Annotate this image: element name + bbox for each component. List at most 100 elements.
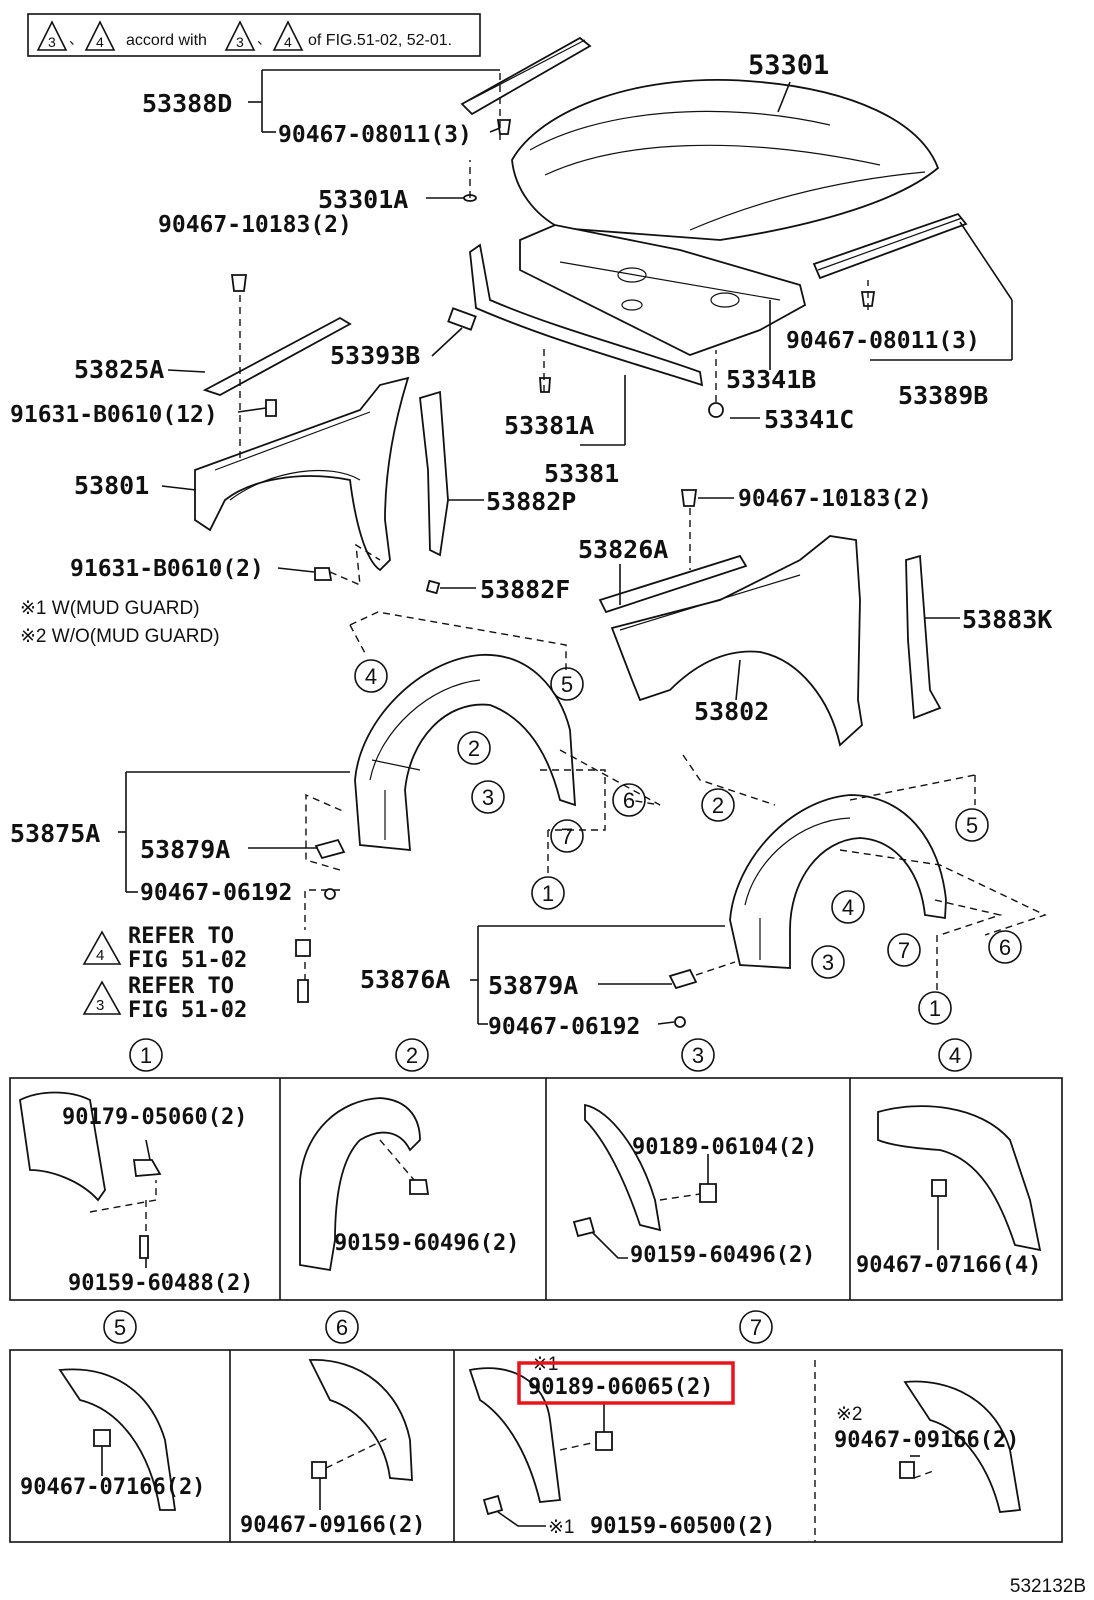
figure-id: 532132B [1010,1576,1086,1597]
callout-left-5: 5 [561,672,573,697]
hood-front-seal-part [469,243,704,387]
label-53875A: 53875A [10,819,100,848]
label-90467-10183-b: 90467-10183(2) [738,486,932,512]
fender-seal-right-part [598,554,748,614]
header-tri-a: 3 [48,34,56,50]
callout-left-2: 2 [468,736,480,761]
label-53381: 53381 [544,459,619,488]
callout-left-6: 6 [623,788,635,813]
callout-left-1: 1 [542,881,554,906]
label-53341C: 53341C [764,405,854,434]
label-53802: 53802 [694,697,769,726]
fender-rear-seal-part [905,554,942,720]
refer-to-text-b: REFER TO [128,974,234,999]
detail-7-mark-2: ※2 [836,1404,863,1425]
detail-number-2: 2 [406,1043,418,1068]
right-wheel-liner-drawing [668,794,947,1028]
hood-seal-front-part [460,36,592,116]
label-91631-B0610-2: 91631-B0610(2) [70,556,264,582]
detail-7-part-a: 90189-06065(2) [528,1375,713,1400]
callouts-left-liner: 4 5 2 3 6 7 1 [354,659,646,910]
detail-number-1: 1 [140,1043,152,1068]
callout-right-5: 5 [966,813,978,838]
label-53883K: 53883K [962,605,1052,634]
svg-text:、: 、 [257,31,271,47]
warning-triangle-icon [36,20,68,51]
callout-left-3: 3 [482,785,494,810]
label-53882F: 53882F [480,575,570,604]
label-90467-08011-a: 90467-08011(3) [278,122,472,148]
label-53301: 53301 [748,50,829,81]
label-53801: 53801 [74,471,149,500]
detail-6-part: 90467-09166(2) [240,1513,425,1538]
label-90467-06192-a: 90467-06192 [140,880,292,906]
header-tri-c: 3 [236,34,244,50]
callout-right-7: 7 [898,938,910,963]
warning-triangle-icon [224,20,256,51]
front-fender-right-part [610,535,863,747]
detail-number-7: 7 [750,1315,762,1340]
warning-triangle-icon [82,930,122,965]
callout-right-4: 4 [842,895,854,920]
highlight-box [517,1361,735,1405]
label-53301A: 53301A [318,185,408,214]
dashed-guide-lines [239,70,1047,995]
callout-left-7: 7 [561,824,573,849]
callout-right-1: 1 [929,996,941,1021]
label-90467-10183-a: 90467-10183(2) [158,212,352,238]
callout-right-6: 6 [999,935,1011,960]
label-53389B: 53389B [898,381,988,410]
refer-fig-text-a: FIG 51-02 [128,948,247,973]
header-tri-b: 4 [96,34,104,50]
front-fender-left-part [194,376,410,572]
detail-7-mark-bottom: ※1 [548,1517,575,1538]
label-53882P: 53882P [486,487,576,516]
detail-row-2: 5 6 7 90467-07166(2) 90467-09166(2) ※1 9… [9,1310,1063,1543]
label-53826A: 53826A [578,535,668,564]
warning-triangle-icon [272,20,304,51]
refer-tri-4: 4 [96,947,104,964]
header-tri-d: 4 [284,34,292,50]
label-53825A: 53825A [74,355,164,384]
detail-4-part: 90467-07166(4) [856,1253,1041,1278]
hood-seal-rear-part [812,212,968,280]
note-with-mud-guard: ※1 W(MUD GUARD) [20,598,200,619]
header-text-2: of FIG.51-02, 52-01. [308,32,452,49]
detail-5-part: 90467-07166(2) [20,1475,205,1500]
detail-3-part-b: 90159-60496(2) [630,1243,815,1268]
part-number-labels: 53301 53388D 90467-08011(3) 53301A 90467… [10,50,1052,1040]
detail-number-6: 6 [336,1315,348,1340]
detail-7-part-b: 90159-60500(2) [590,1514,775,1539]
detail-3-part-a: 90189-06104(2) [632,1135,817,1160]
left-wheel-liner-drawing [314,654,576,900]
warning-triangle-icon [84,20,116,51]
label-53393B: 53393B [330,341,420,370]
callout-right-2: 2 [712,793,724,818]
right-fender-liner-part [729,794,947,969]
detail-1-part-a: 90179-05060(2) [62,1105,247,1130]
label-90467-08011-b: 90467-08011(3) [786,328,980,354]
label-53381A: 53381A [504,411,594,440]
detail-number-5: 5 [114,1315,126,1340]
refer-to-text-a: REFER TO [128,924,234,949]
label-90467-06192-b: 90467-06192 [488,1014,640,1040]
warning-triangle-icon [82,980,122,1015]
detail-row-1: 1 2 3 4 90179-05060(2) 90159-60488(2) 90… [9,1038,1063,1301]
label-53341B: 53341B [726,365,816,394]
refer-fig-text-b: FIG 51-02 [128,998,247,1023]
detail-number-4: 4 [949,1043,961,1068]
hood-insulator-part [519,224,807,356]
leader-lines [118,69,1013,1025]
detail-number-3: 3 [692,1043,704,1068]
left-fender-liner-part [354,654,576,852]
detail-2-part: 90159-60496(2) [334,1231,519,1256]
callout-right-3: 3 [822,950,834,975]
label-53879A-b: 53879A [488,971,578,1000]
detail-1-part-b: 90159-60488(2) [68,1271,253,1296]
refer-notes: 4 REFER TO FIG 51-02 3 REFER TO FIG 51-0… [82,924,311,1023]
fender-liner-seal-part [419,390,449,557]
detail-7-part-c: 90467-09166(2) [834,1428,1019,1453]
label-91631-B0610-12: 91631-B0610(12) [10,402,218,428]
